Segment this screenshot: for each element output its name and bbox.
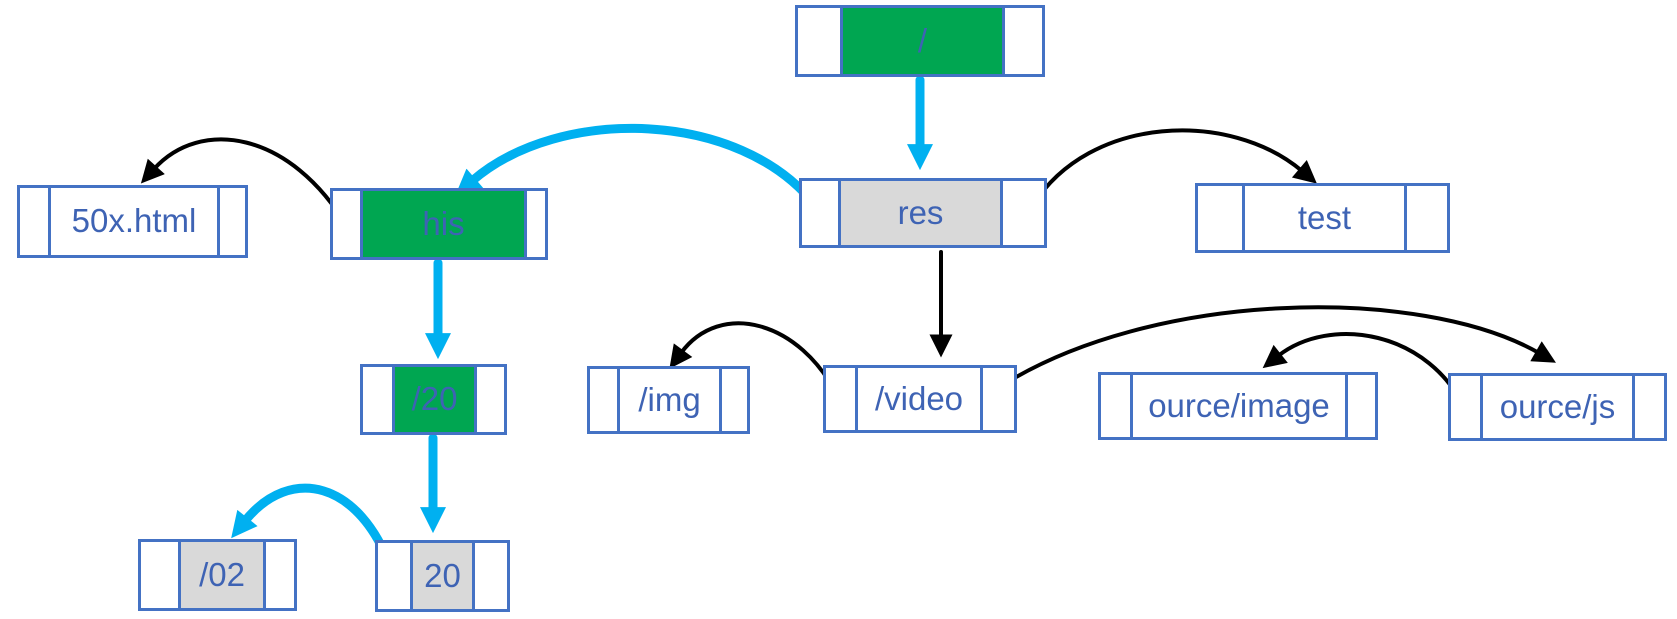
node-his-left-cell xyxy=(333,191,363,257)
node-res-right-cell xyxy=(1000,181,1044,245)
node-img-left-cell xyxy=(590,369,620,431)
node-slash20: /20 xyxy=(360,364,507,435)
node-ourcejs-label: ource/js xyxy=(1483,376,1632,438)
node-img-right-cell xyxy=(719,369,747,431)
node-root-right-cell xyxy=(1002,8,1042,74)
node-his-right-cell xyxy=(524,191,545,257)
node-test-label: test xyxy=(1245,186,1404,250)
node-test-right-cell xyxy=(1404,186,1447,250)
node-slash02: /02 xyxy=(138,539,297,611)
node-test: test xyxy=(1195,183,1450,253)
node-res-label: res xyxy=(841,181,1000,245)
node-root: / xyxy=(795,5,1045,77)
node-20-label: 20 xyxy=(413,543,472,609)
node-video-label: /video xyxy=(858,368,980,430)
node-50xhtml-left-cell xyxy=(20,188,51,255)
node-20-right-cell xyxy=(472,543,507,609)
node-res-left-cell xyxy=(802,181,841,245)
node-20: 20 xyxy=(375,540,510,612)
node-img-label: /img xyxy=(620,369,719,431)
node-root-label: / xyxy=(843,8,1002,74)
node-ourceimage: ource/image xyxy=(1098,372,1378,440)
node-slash20-right-cell xyxy=(474,367,504,432)
node-test-left-cell xyxy=(1198,186,1245,250)
node-slash02-label: /02 xyxy=(181,542,263,608)
node-ourceimage-label: ource/image xyxy=(1133,375,1345,437)
node-slash02-left-cell xyxy=(141,542,181,608)
node-50xhtml-right-cell xyxy=(217,188,245,255)
node-slash02-right-cell xyxy=(263,542,294,608)
node-20-left-cell xyxy=(378,543,413,609)
node-ourceimage-right-cell xyxy=(1345,375,1375,437)
node-video-left-cell xyxy=(826,368,858,430)
node-ourcejs: ource/js xyxy=(1448,373,1667,441)
node-50xhtml-label: 50x.html xyxy=(51,188,217,255)
node-ourcejs-left-cell xyxy=(1451,376,1483,438)
node-slash20-left-cell xyxy=(363,367,395,432)
node-his: his xyxy=(330,188,548,260)
node-50xhtml: 50x.html xyxy=(17,185,248,258)
node-root-left-cell xyxy=(798,8,843,74)
node-img: /img xyxy=(587,366,750,434)
node-his-label: his xyxy=(363,191,524,257)
node-video: /video xyxy=(823,365,1017,433)
node-ourcejs-right-cell xyxy=(1632,376,1664,438)
node-ourceimage-left-cell xyxy=(1101,375,1133,437)
node-video-right-cell xyxy=(980,368,1014,430)
node-slash20-label: /20 xyxy=(395,367,474,432)
node-res: res xyxy=(799,178,1047,248)
